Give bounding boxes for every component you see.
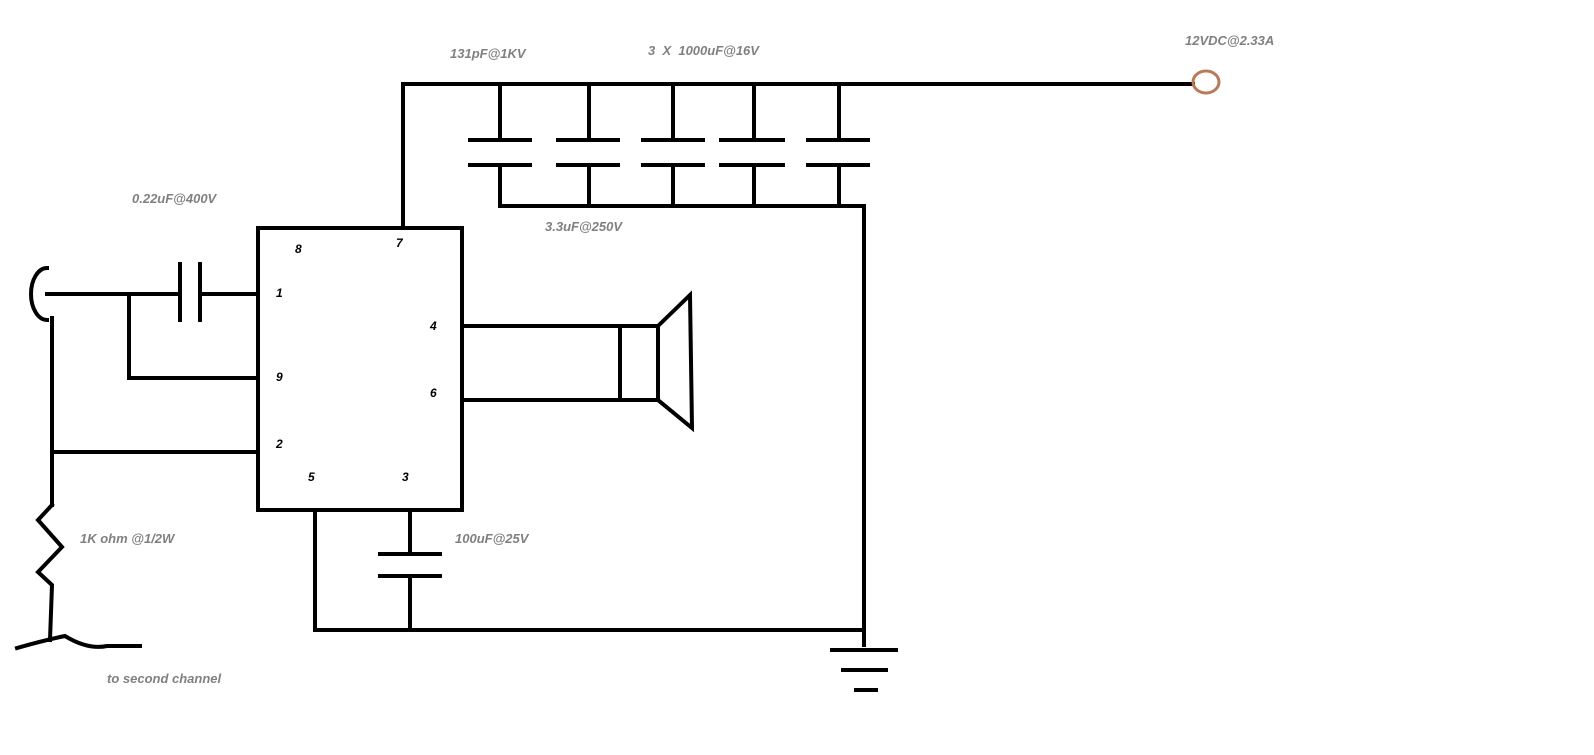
- pin-8-label: 8: [295, 242, 302, 256]
- supply-terminal-icon: [1191, 69, 1221, 95]
- speaker-cone-icon: [656, 290, 695, 433]
- supply-label: 12VDC@2.33A: [1185, 33, 1274, 48]
- pin-5-label: 5: [308, 470, 315, 484]
- resistor-label: 1K ohm @1/2W: [80, 531, 176, 546]
- input-capacitor-label: 0.22uF@400V: [132, 191, 218, 206]
- second-channel-wire: [14, 633, 142, 651]
- pin-3-label: 3: [402, 470, 409, 484]
- pin-4-label: 4: [429, 319, 437, 333]
- pin-6-label: 6: [430, 386, 437, 400]
- ground-icon: [830, 648, 898, 692]
- film-capacitor-label: 3.3uF@250V: [545, 219, 623, 234]
- pin-9-label: 9: [276, 370, 283, 384]
- second-channel-label: to second channel: [107, 671, 222, 686]
- bypass-capacitor-label: 100uF@25V: [455, 531, 530, 546]
- bulk-capacitors-label: 3 X 1000uF@16V: [648, 43, 760, 58]
- capacitor-5: [806, 82, 870, 207]
- pin-1-label: 1: [276, 286, 283, 300]
- capacitor-4: [719, 82, 785, 207]
- capacitor-1: [468, 82, 532, 207]
- speaker-icon: [618, 324, 660, 402]
- pin-2-label: 2: [275, 437, 283, 451]
- capacitor-3: [641, 82, 705, 207]
- resistor-1k: [35, 502, 65, 643]
- amplifier-ic: [256, 226, 464, 512]
- hv-capacitor-label: 131pF@1KV: [450, 46, 527, 61]
- input-jack-icon: [29, 265, 50, 323]
- pin-7-label: 7: [396, 236, 404, 250]
- pin9-wire: [127, 292, 260, 380]
- capacitor-2: [556, 82, 620, 207]
